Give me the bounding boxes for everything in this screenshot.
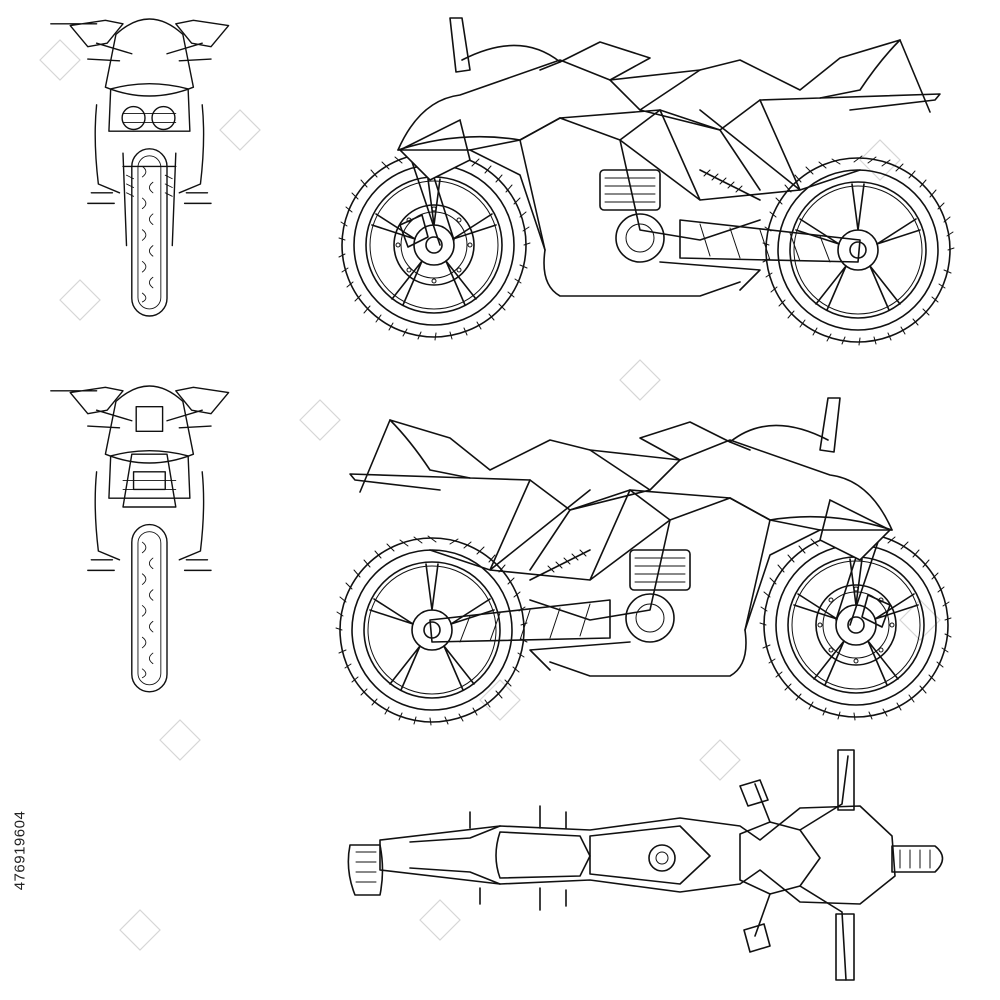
rear-view <box>50 385 230 693</box>
stock-id-label: 476919604 <box>11 810 29 890</box>
left-side-view <box>339 18 954 345</box>
right-side-view <box>336 398 951 725</box>
stock-id-text: 476919604 <box>10 760 30 940</box>
watermark-pattern <box>39 39 941 951</box>
top-view <box>347 749 944 981</box>
front-view <box>50 18 230 317</box>
